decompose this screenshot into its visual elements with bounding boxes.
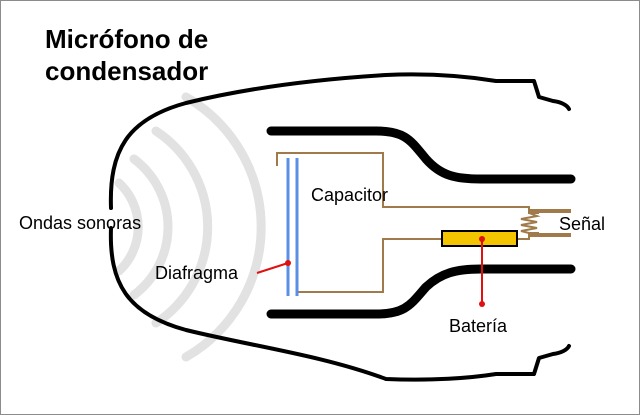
- battery-pointer-dot-top: [479, 236, 485, 242]
- resistor-icon: [520, 212, 541, 234]
- capacitor-plates: [286, 158, 299, 296]
- inner-channel: [266, 126, 576, 319]
- housing-top-outline: [108, 72, 571, 210]
- diaphragm-pointer-dot: [285, 260, 291, 266]
- label-pointers: [256, 236, 485, 307]
- sound-waves-label: Ondas sonoras: [19, 213, 142, 233]
- title-line-2: condensador: [45, 56, 209, 86]
- inner-channel-top: [266, 126, 576, 184]
- diaphragm-label: Diafragma: [155, 263, 239, 283]
- sound-wave-3: [151, 126, 213, 328]
- battery-pointer-dot-bottom: [479, 301, 485, 307]
- sound-waves: [114, 92, 266, 362]
- sound-wave-2: [129, 154, 173, 300]
- wire-bottom: [298, 238, 441, 293]
- inner-channel-bottom: [266, 264, 576, 319]
- diaphragm-pointer-line: [256, 262, 289, 274]
- microphone-housing: [108, 72, 571, 382]
- sound-wave-1: [114, 178, 143, 276]
- output-terminals: [529, 209, 571, 237]
- housing-bottom-outline: [108, 226, 571, 382]
- sound-wave-4: [181, 92, 266, 362]
- diagram-title: Micrófono de condensador: [45, 23, 208, 87]
- title-line-1: Micrófono de: [45, 24, 209, 54]
- signal-label: Señal: [559, 214, 606, 234]
- battery-label: Batería: [449, 316, 508, 336]
- capacitor-label: Capacitor: [311, 185, 389, 205]
